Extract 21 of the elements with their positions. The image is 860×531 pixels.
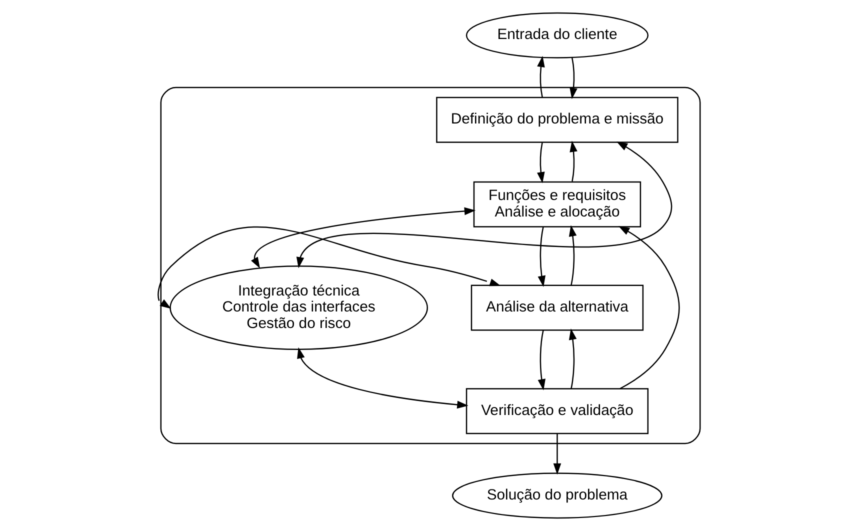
arrow <box>536 56 544 98</box>
arrow <box>537 226 546 287</box>
arrow <box>157 226 500 309</box>
arrow <box>568 328 576 389</box>
node-box: Verificação e validação <box>465 388 648 434</box>
arrow <box>618 226 680 390</box>
node-box: Definição do problema e missão <box>436 96 678 143</box>
arrow <box>537 330 546 390</box>
arrow <box>552 434 561 475</box>
node-ellipse: Entrada do cliente <box>465 12 648 58</box>
arrow <box>536 142 544 184</box>
arrow <box>568 225 576 286</box>
arrow <box>296 347 468 409</box>
arrow <box>569 140 577 182</box>
node-ellipse: Solução do problema <box>452 472 662 519</box>
arrow <box>296 141 672 268</box>
node-box: Análise da alternativa <box>470 284 644 331</box>
node-ellipse: Integração técnica Controle das interfaces Gestão do risco <box>169 266 428 350</box>
node-box: Funções e requisitos Análise e alocação <box>472 181 641 228</box>
arrow <box>569 58 577 100</box>
arrow <box>250 207 476 268</box>
